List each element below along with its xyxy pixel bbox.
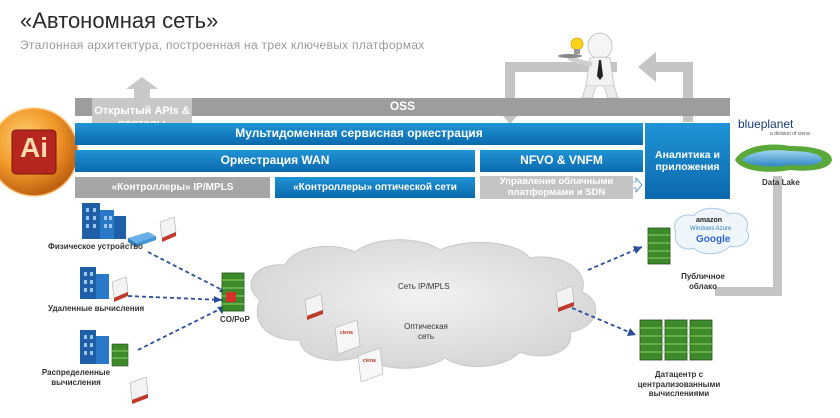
wan-orchestration-layer: Оркестрация WAN [75,150,475,172]
ip-mpls-controllers: «Контроллеры» IP/MPLS [75,177,270,198]
analytics-applications: Аналитика и приложения [645,123,730,199]
blueplanet-logo: blueplanet [738,117,794,131]
distributed-compute-label: Распределенные вычисления [41,368,111,387]
copop-label: CO/PoP [220,315,250,324]
ciena-device-icon-cloud-1 [304,293,324,320]
physical-device-label: Физическое устройство [48,242,143,251]
ciena-device-icon-physical [159,216,177,242]
optical-network-label: Оптическая сеть [404,322,448,341]
apis-up-arrow [126,77,158,100]
ai-logo-text: Ai [20,132,48,163]
ciena-device-icon-distributed [129,376,149,404]
ciena-optical-icon-1 [334,319,361,355]
blueplanet-tagline: a division of ciena [770,131,810,137]
datacenter-racks-icon [639,319,713,361]
server-icon-distributed [111,343,129,367]
building-icon-physical [82,203,126,239]
ciena-tag-1: ciena [340,330,353,336]
page-title: «Автономная сеть» [20,8,219,33]
remote-compute-label: Удаленные вычисления [48,304,145,313]
datacenter-label: Датацентр с централизованными вычисления… [637,370,721,399]
data-lake-label: Data Lake [762,178,800,187]
network-links [127,246,643,351]
network-cloud [250,239,597,369]
ciena-device-icon-cloud-2 [555,285,575,312]
optical-controllers: «Контроллеры» оптической сети [275,177,475,198]
google-logo: Google [696,234,731,245]
ciena-optical-icon-2 [357,347,384,383]
multidomain-orchestration-layer: Мультидоменная сервисная оркестрация [75,123,643,145]
oss-layer: OSS [75,98,730,116]
public-cloud-label: Публичное облако [681,272,725,291]
page-subtitle: Эталонная архитектура, построенная на тр… [20,38,425,52]
cloud-sdn-management: Управление облачными платформами и SDN [480,176,633,199]
data-lake-icon [735,144,832,172]
amazon-logo: amazon [696,217,723,224]
router-icon-physical [128,232,156,247]
person-with-bulb-icon [558,32,619,99]
ciena-tag-2: ciena [363,358,376,364]
copop-rack-icon [221,272,245,312]
building-icon-distributed [80,330,109,364]
nfvo-vnfm-layer: NFVO & VNFM [480,150,643,172]
public-cloud-icon [674,207,750,255]
public-cloud-rack-icon [647,227,671,265]
azure-logo: Windows Azure [690,226,732,232]
building-icon-remote [80,267,109,299]
ciena-device-icon-remote [111,276,129,302]
ip-network-label: Сеть IP/MPLS [398,282,450,291]
